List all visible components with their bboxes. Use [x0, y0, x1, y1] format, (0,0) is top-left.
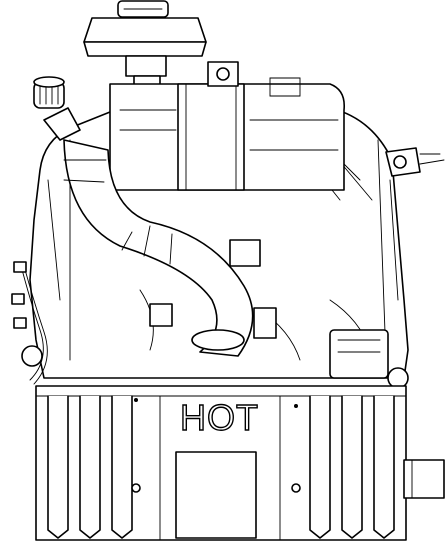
- hot-warning-label: HOT: [180, 397, 259, 438]
- air-intake-housing: [109, 61, 346, 191]
- intake-hose: [63, 139, 254, 357]
- oil-fill-cap: [33, 76, 81, 141]
- right-fitting: [385, 147, 445, 177]
- muffler-heat-shield: HOT: [35, 385, 445, 541]
- muffler-ribs: [47, 395, 395, 539]
- mount-bosses: [21, 329, 409, 389]
- wiring-harness: [11, 239, 371, 385]
- air-cleaner-cap: [83, 0, 207, 89]
